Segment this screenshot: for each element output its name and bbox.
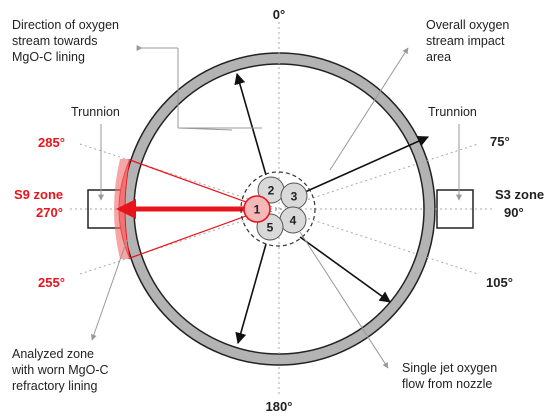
direction-label-line1: Direction of oxygen: [12, 18, 119, 32]
nozzle-5-label: 5: [267, 221, 274, 235]
nozzle-1-circle: [243, 195, 271, 223]
jet-arrows: [234, 72, 430, 345]
analyzed-label-line3: refractory lining: [12, 379, 97, 393]
impact-label-line1: Overall oxygen: [426, 18, 509, 32]
angle-0-label: 0°: [273, 7, 285, 22]
nozzle-2-label: 2: [268, 184, 275, 198]
leader-lines: [90, 45, 462, 369]
direction-label-line2: stream towards: [12, 34, 97, 48]
direction-label-line3: MgO-C lining: [12, 50, 85, 64]
single-jet-label-line1: Single jet oxygen: [402, 361, 497, 375]
impact-label-line3: area: [426, 50, 451, 64]
nozzle-4-label: 4: [290, 214, 297, 228]
single-jet-label-line2: flow from nozzle: [402, 377, 492, 391]
s9-zone-label: S9 zone: [14, 187, 63, 202]
nozzle-cluster-outline: [240, 171, 316, 247]
nozzle-1-label: 1: [254, 203, 261, 217]
angle-105-label: 105°: [486, 275, 513, 290]
analyzed-label-line2: with worn MgO-C: [11, 363, 109, 377]
angle-90-label: 90°: [504, 205, 524, 220]
angle-75-label: 75°: [490, 134, 510, 149]
angle-285-label: 285°: [38, 135, 65, 150]
impact-label-line2: stream impact: [426, 34, 505, 48]
angle-180-label: 180°: [266, 399, 293, 414]
analyzed-label-line1: Analyzed zone: [12, 347, 94, 361]
trunnion-left-label: Trunnion: [71, 105, 120, 119]
nozzle-3-label: 3: [291, 190, 298, 204]
s3-zone-label: S3 zone: [495, 187, 544, 202]
trunnion-right-label: Trunnion: [428, 105, 477, 119]
impact-boundary-lower: [129, 211, 258, 259]
angle-270-label: 270°: [36, 205, 63, 220]
impact-boundary-upper: [129, 159, 258, 207]
angle-255-label: 255°: [38, 275, 65, 290]
